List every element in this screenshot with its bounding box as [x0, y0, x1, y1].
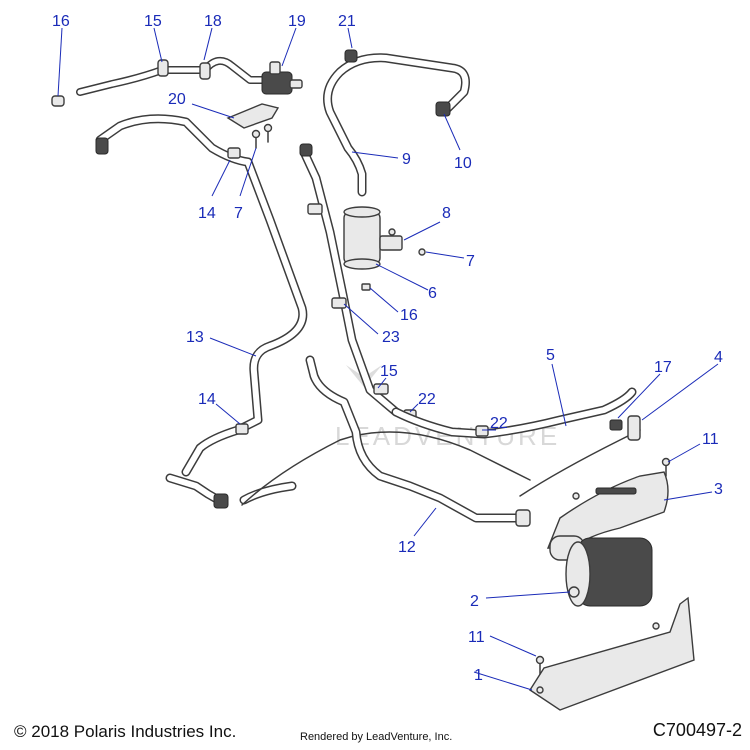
callout-10: 10: [454, 155, 472, 172]
hose-12: [305, 355, 531, 527]
callout-labels: 16 15 18 19 21 20 7 14 9 10 8 7 6 16 23 …: [52, 13, 723, 684]
fitting-4: [627, 415, 641, 441]
cap-16-top: [51, 95, 65, 107]
bracket-8: [379, 235, 403, 251]
callout-14-lower: 14: [198, 391, 216, 408]
callout-15-mid: 15: [380, 363, 398, 380]
callout-22-b: 22: [490, 415, 508, 432]
fitting-10: [435, 101, 451, 117]
callout-16-mid: 16: [400, 307, 418, 324]
callout-11-lower: 11: [468, 629, 485, 646]
callout-18: 18: [204, 13, 222, 30]
callout-12: 12: [398, 539, 416, 556]
valve-19: [261, 61, 303, 95]
callout-11-right: 11: [702, 431, 719, 448]
clamp-15-mid: [373, 383, 389, 395]
callout-20: 20: [168, 91, 186, 108]
clamp-14-top: [227, 147, 241, 159]
callout-7-left: 7: [234, 205, 243, 222]
callout-16-top: 16: [52, 13, 70, 30]
callout-8: 8: [442, 205, 451, 222]
clamp-15-top: [157, 59, 169, 77]
callout-7-right: 7: [466, 253, 475, 270]
callout-15-top: 15: [144, 13, 162, 30]
callout-5: 5: [546, 347, 555, 364]
filter-6: [343, 206, 426, 291]
callout-13: 13: [186, 329, 204, 346]
callout-23: 23: [382, 329, 400, 346]
callout-4: 4: [714, 349, 723, 366]
clamp-22-b: [475, 425, 489, 437]
rendered-by-credit: Rendered by LeadVenture, Inc.: [300, 731, 453, 743]
hose-13: [95, 114, 308, 477]
hose-18-assembly: [51, 56, 274, 107]
bolts-7-top: [251, 123, 273, 149]
cap-16-mid: [361, 283, 371, 291]
hose-5: [391, 387, 671, 497]
clamp-18-top: [199, 62, 211, 80]
callout-22-a: 22: [418, 391, 436, 408]
canister-2: [565, 537, 653, 607]
drawing-number: C700497-2: [652, 720, 742, 740]
callout-6: 6: [428, 285, 437, 302]
leader-lines: [57, 27, 719, 691]
bracket-20: [226, 103, 280, 129]
callout-9: 9: [402, 151, 411, 168]
clamp-23: [331, 297, 347, 309]
callout-3: 3: [714, 481, 723, 498]
callout-14-top: 14: [198, 205, 216, 222]
copyright-notice: © 2018 Polaris Industries Inc.: [14, 722, 237, 741]
lower-left-fittings: [165, 431, 531, 509]
callout-19: 19: [288, 13, 306, 30]
clamp-17: [609, 419, 623, 431]
bracket-1: [529, 596, 695, 711]
hose-9: [323, 49, 470, 197]
callout-21: 21: [338, 13, 356, 30]
clamp-21: [344, 49, 358, 63]
callout-17: 17: [654, 359, 672, 376]
clamp-14-lower: [235, 423, 249, 435]
callout-2: 2: [470, 593, 479, 610]
callout-1: 1: [474, 667, 483, 684]
